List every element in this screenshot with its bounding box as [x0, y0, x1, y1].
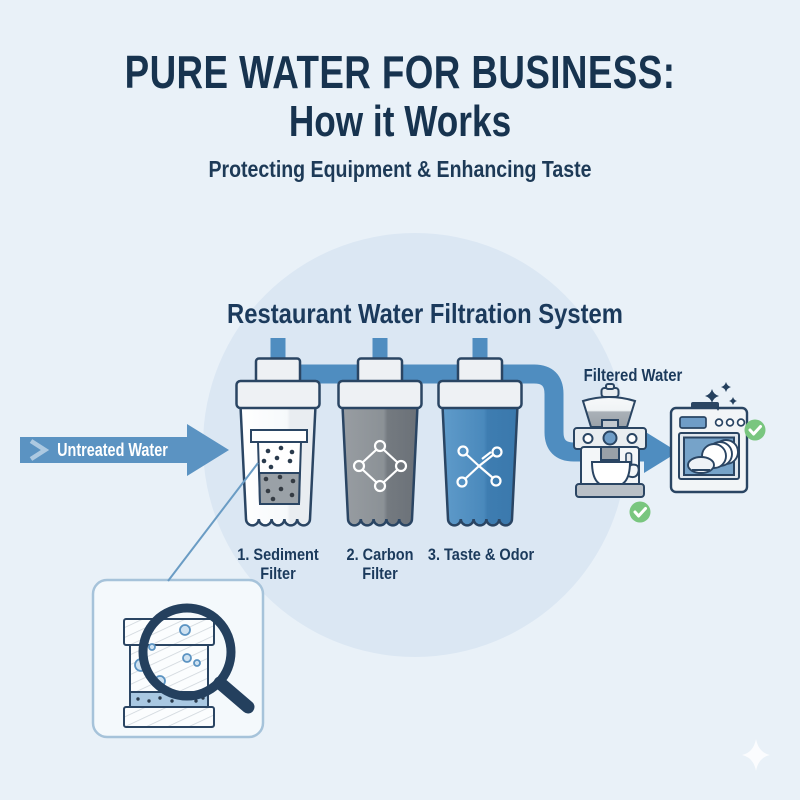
trapped-sediment-dots [263, 474, 296, 502]
dishwasher-icon [669, 402, 749, 494]
sparkles-icon [705, 382, 737, 411]
sparkle-icon [742, 739, 770, 771]
sediment-filter-canister [235, 357, 321, 527]
page-subtitle: Protecting Equipment & Enhancing Taste [208, 156, 592, 182]
coffee-machine-icon [573, 383, 647, 498]
supply-pipe [270, 338, 678, 473]
taste-odor-filter-canister [437, 357, 523, 527]
filter-label-taste-odor: 3. Taste & Odor [427, 546, 535, 564]
filter-label-sediment: 1. Sediment Filter [237, 546, 319, 583]
untreated-water-label: Untreated Water [57, 440, 168, 460]
green-check-icon [744, 419, 766, 441]
carbon-molecule-icon [352, 439, 408, 493]
connector-line [167, 462, 259, 582]
filter-label-carbon: 2. Carbon Filter [346, 546, 414, 583]
untreated-water-arrow [20, 424, 229, 476]
diagram-heading: Restaurant Water Filtration System [227, 298, 623, 329]
magnifier-icon [138, 603, 255, 714]
clean-plates-icon [687, 439, 739, 474]
coffee-dial [602, 430, 618, 446]
green-check-icon [629, 501, 651, 523]
sediment-filter-closeup-inset [91, 578, 265, 739]
filtered-water-label: Filtered Water [583, 365, 683, 385]
page-title-line1: PURE WATER FOR BUSINESS: [124, 46, 676, 98]
carbon-filter-canister [337, 357, 423, 527]
filtered-water-arrowhead [644, 431, 678, 473]
page-title-line2: How it Works [288, 97, 512, 146]
taste-odor-molecule-icon [456, 445, 503, 488]
arrow-tail-chevron-icon [29, 439, 50, 461]
sediment-dots [261, 445, 295, 470]
sediment-particles-window [250, 429, 308, 505]
